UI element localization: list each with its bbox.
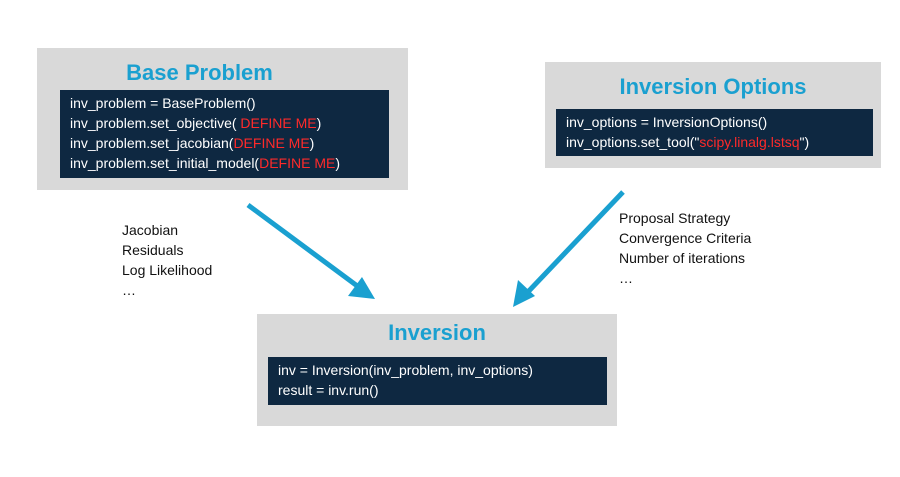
inversion-options-code-block: inv_options = InversionOptions() inv_opt…	[556, 109, 873, 156]
define-me-placeholder: DEFINE ME	[233, 135, 310, 151]
code-line: inv_options = InversionOptions()	[566, 112, 863, 132]
base-problem-outputs-list: Jacobian Residuals Log Likelihood …	[122, 220, 212, 300]
code-text: inv_problem.set_initial_model(	[70, 155, 260, 171]
define-me-placeholder: DEFINE ME	[259, 155, 336, 171]
define-me-placeholder: DEFINE ME	[240, 115, 317, 131]
code-line: inv_problem.set_initial_model(DEFINE ME)	[70, 153, 379, 173]
tool-name-highlight: scipy.linalg.lstsq	[699, 134, 800, 150]
note-item: Proposal Strategy	[619, 210, 731, 226]
code-text: inv_options = InversionOptions()	[566, 114, 768, 130]
note-item: Convergence Criteria	[619, 230, 752, 246]
code-text: inv_problem.set_jacobian(	[70, 135, 234, 151]
note-item: Residuals	[122, 242, 184, 258]
inversion-panel: Inversion inv = Inversion(inv_problem, i…	[257, 314, 617, 426]
inversion-title: Inversion	[388, 320, 486, 345]
base-problem-code-block: inv_problem = BaseProblem() inv_problem.…	[60, 90, 389, 178]
base-problem-title: Base Problem	[126, 60, 273, 85]
note-item: Jacobian	[122, 222, 179, 238]
inversion-options-title: Inversion Options	[619, 74, 807, 99]
note-item: …	[122, 282, 136, 298]
code-line: inv_problem = BaseProblem()	[70, 93, 379, 113]
inversion-options-panel: Inversion Options inv_options = Inversio…	[545, 62, 881, 168]
code-line: inv = Inversion(inv_problem, inv_options…	[278, 362, 533, 378]
note-item: Log Likelihood	[122, 262, 213, 278]
code-text: inv_problem.set_objective(	[70, 115, 241, 131]
inversion-code-block: inv = Inversion(inv_problem, inv_options…	[268, 357, 607, 405]
code-text: )	[309, 135, 315, 151]
arrow-base-problem-to-inversion	[246, 202, 375, 299]
code-text: )	[316, 115, 322, 131]
code-text: ")	[799, 134, 810, 150]
arrow-options-to-inversion	[513, 190, 625, 307]
code-line: inv_problem.set_objective( DEFINE ME)	[70, 113, 379, 133]
code-line: inv_problem.set_jacobian(DEFINE ME)	[70, 133, 379, 153]
base-problem-panel: Base Problem inv_problem = BaseProblem()…	[37, 48, 408, 190]
note-item: Number of iterations	[619, 250, 746, 266]
note-item: …	[619, 270, 633, 286]
code-text: inv_options.set_tool("	[566, 134, 700, 150]
code-text: inv_problem = BaseProblem()	[70, 95, 256, 111]
code-text: )	[335, 155, 341, 171]
code-line: inv_options.set_tool("scipy.linalg.lstsq…	[566, 132, 863, 152]
inversion-options-list: Proposal Strategy Convergence Criteria N…	[619, 208, 751, 288]
code-line: result = inv.run()	[278, 382, 379, 398]
